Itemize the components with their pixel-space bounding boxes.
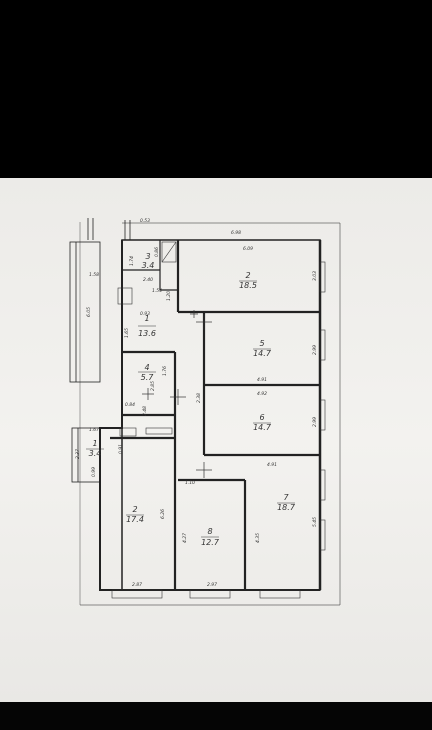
room-labels: 1 13.6 2 18.5 3 3.4 4 5.7 5 14.7 6 14.7 … — [86, 252, 296, 547]
dimension-label: 5.45 — [312, 517, 318, 527]
room-number: 2 — [132, 505, 137, 514]
bottom-dark-edge — [0, 702, 432, 730]
top-stub — [79, 218, 341, 606]
dimension-label: 2.40 — [143, 277, 153, 283]
dimension-label: 6.09 — [243, 246, 253, 252]
windows — [111, 261, 326, 599]
interior-walls — [110, 240, 320, 590]
dimension-label: 4.91 — [267, 462, 277, 468]
dimension-label: 1.65 — [124, 328, 130, 338]
room-number: 2 — [245, 271, 250, 280]
dimension-label: 4.35 — [255, 533, 261, 543]
dimension-label: 0.86 — [154, 247, 160, 257]
dimension-label: 6.26 — [160, 509, 166, 519]
room-area: 3.4 — [142, 261, 155, 270]
dimension-labels: 0.53 6.98 6.09 3.03 1.58 6.05 1.74 0.86 … — [75, 218, 318, 588]
dimension-label: 1.10 — [185, 480, 195, 486]
dimension-label: 2.99 — [312, 417, 318, 427]
dimension-label: 4.27 — [182, 533, 188, 543]
room-area: 3.4 — [89, 449, 102, 458]
dimension-label: 4.92 — [257, 391, 267, 397]
dimension-label: 6.98 — [231, 230, 241, 236]
dimension-label: 0.53 — [140, 218, 150, 224]
section-marks — [142, 310, 212, 478]
room-number: 3 — [145, 252, 150, 261]
fixtures — [117, 241, 177, 437]
room-area: 14.7 — [253, 423, 272, 432]
dimension-label: 3.03 — [312, 271, 318, 281]
dimension-label: 2.99 — [312, 345, 318, 355]
room-area: 17.4 — [126, 515, 144, 524]
dimension-label: 1.54 — [152, 288, 162, 294]
dimension-label: 0.84 — [125, 402, 135, 408]
floor-plan-drawing: 1 13.6 2 18.5 3 3.4 4 5.7 5 14.7 6 14.7 … — [69, 218, 341, 606]
dimension-label: 2.48 — [142, 406, 148, 416]
room-number: 1 — [92, 439, 97, 448]
dimension-label: 2.97 — [207, 582, 217, 588]
dimension-label: 0.93 — [140, 311, 150, 317]
dimension-label: 4.91 — [257, 377, 267, 383]
paper-sheet: 1 13.6 2 18.5 3 3.4 4 5.7 5 14.7 6 14.7 … — [0, 178, 432, 702]
room-number: 7 — [283, 493, 289, 502]
dimension-label: 1.74 — [129, 256, 135, 266]
dimension-label: 0.91 — [118, 444, 124, 454]
dimension-label: 2.87 — [132, 582, 142, 588]
room-area: 18.7 — [277, 503, 296, 512]
dimension-label: 1.58 — [89, 272, 99, 278]
dimension-label: 2.85 — [150, 381, 156, 391]
room-number: 5 — [259, 339, 264, 348]
dimension-label: 2.38 — [196, 393, 202, 403]
room-area: 5.7 — [141, 373, 155, 382]
dimension-label: 1.67 — [89, 427, 99, 433]
dimension-label: 6.05 — [86, 307, 92, 317]
dimension-label: 1.76 — [162, 366, 168, 376]
room-area: 14.7 — [253, 349, 272, 358]
dimension-label: 2.37 — [75, 449, 81, 459]
room-area: 12.7 — [201, 538, 220, 547]
loggia — [69, 241, 101, 483]
room-number: 8 — [207, 527, 212, 536]
room-area: 18.5 — [239, 281, 257, 290]
dimension-label: 1.20 — [166, 291, 172, 301]
room-area: 13.6 — [138, 329, 156, 338]
room-number: 1 — [144, 314, 149, 323]
room-number: 6 — [259, 413, 264, 422]
dimension-label: 0.99 — [91, 467, 97, 477]
room-number: 4 — [144, 363, 149, 372]
